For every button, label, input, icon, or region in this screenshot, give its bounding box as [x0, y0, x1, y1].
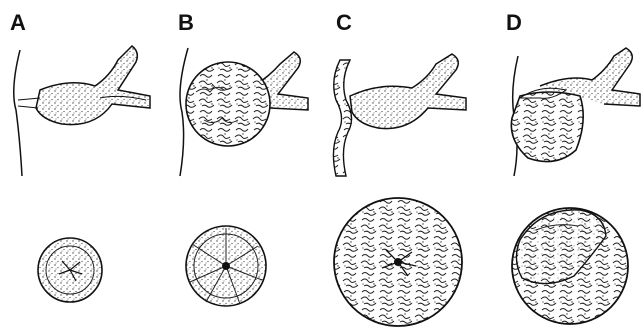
panel-d-bottom-illustration [512, 208, 628, 324]
panel-a-top-illustration [14, 46, 150, 176]
panel-label-b: B [178, 10, 194, 35]
panel-label-c: C [336, 10, 352, 35]
panel-c-bottom-illustration [334, 198, 462, 326]
panel-a-bottom-illustration [38, 238, 102, 302]
panel-c-top-illustration [333, 54, 466, 176]
panel-b-top-illustration [180, 48, 308, 176]
panel-label-d: D [506, 10, 522, 35]
panel-b-bottom-illustration [186, 226, 266, 306]
panel-d-top-illustration [511, 48, 640, 176]
panel-label-a: A [10, 10, 26, 35]
